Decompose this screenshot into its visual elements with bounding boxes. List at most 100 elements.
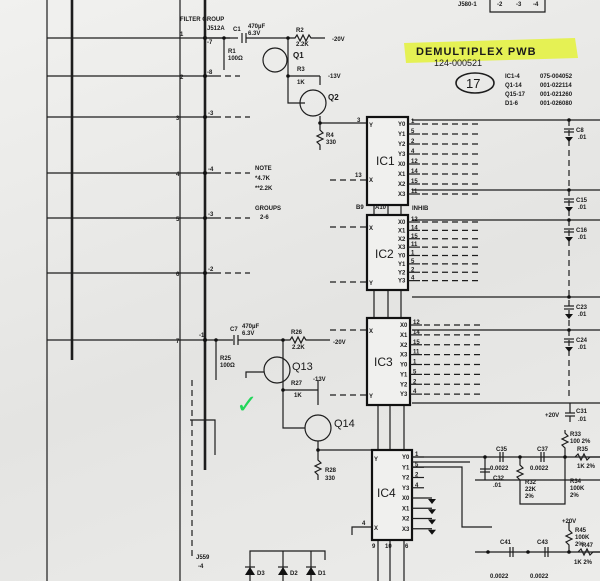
- group-7-driver: C7 470µF 6.3V R25 100Ω R26 2.2K -20V R27…: [214, 324, 372, 482]
- ic2-pin-number: 11: [411, 242, 418, 248]
- bypass-cap-label: C16: [576, 228, 588, 234]
- bypass-cap-value: .01: [578, 135, 587, 141]
- ic3-pin-label: Y3: [400, 392, 408, 398]
- row-7-label: 7: [176, 339, 180, 345]
- bypass-cap-label: C24: [576, 338, 588, 344]
- ic4-pin-number: 4: [415, 483, 419, 489]
- q2-label: Q2: [328, 93, 339, 102]
- ic4-pin-label: X2: [402, 517, 410, 523]
- ic1-pin-label: Y1: [398, 132, 406, 138]
- ic2-pin-number: 14: [411, 225, 418, 231]
- ground-icon: [428, 519, 436, 525]
- ic2-input-x: X: [369, 226, 373, 232]
- row-1-pin: -7: [207, 40, 213, 46]
- note-line-2: **2.2K: [255, 186, 273, 192]
- filter-group-label: FILTER GROUP: [180, 17, 224, 23]
- ic2-pin-label: X3: [398, 245, 406, 251]
- ic1-input-x: X: [369, 178, 373, 184]
- ic1-a10: A10: [375, 205, 387, 211]
- ic1-pin-number: 14: [411, 169, 418, 175]
- ground-icon: [565, 137, 573, 142]
- ic1-pin-number: 11: [411, 189, 418, 195]
- r47-label: R47: [582, 543, 594, 549]
- bypass-cap-value: .01: [578, 205, 587, 211]
- row-6-label: 6: [176, 272, 180, 278]
- ic2-pin-label: X0: [398, 220, 406, 226]
- row-7-pin: -1: [199, 333, 205, 339]
- c37-label: C37: [537, 447, 549, 453]
- ic2-pin-number: 15: [411, 234, 418, 240]
- ic3-pin-label: X0: [400, 323, 408, 329]
- supply-plus20v-label-2: +20V: [562, 519, 576, 525]
- ic3-pin-label: X3: [400, 353, 408, 359]
- ic3-pin-label: Y0: [400, 363, 408, 369]
- row-3-label: 3: [176, 116, 180, 122]
- ic3-pin-number: 5: [413, 369, 417, 375]
- ic4-pin-4: 4: [362, 521, 366, 527]
- ic2-pin-label: Y2: [398, 270, 406, 276]
- r3-value: 1K: [297, 80, 305, 86]
- r45-value: 100K: [575, 535, 590, 541]
- r25-label: R25: [220, 356, 232, 362]
- ic3-pin-label: Y2: [400, 382, 408, 388]
- r47-value: 1K 2%: [574, 560, 593, 566]
- c41-label: C41: [500, 540, 512, 546]
- r26-label: R26: [291, 330, 303, 336]
- supply-plus20v-label: +20V: [545, 413, 559, 419]
- r2-value: 2.2K: [296, 42, 309, 48]
- ic4-pin-10: 10: [385, 544, 392, 550]
- filter-section: C31 .01 +20V R33 100 2% C35 0.0022 C37 0…: [412, 403, 600, 580]
- ic-stack: IC1 IC2 IC3 IC4 3 Y 13 X B9 A10 INHIB X …: [330, 115, 480, 581]
- r34-tolerance: 2%: [570, 493, 579, 499]
- r34-value: 100K: [570, 486, 585, 492]
- ground-icon: [428, 499, 436, 504]
- r32-tolerance: 2%: [525, 494, 534, 500]
- ic4-pin-label: Y0: [402, 455, 410, 461]
- ic1-pin-number: 12: [411, 159, 418, 165]
- ic4-pin-label: Y2: [402, 476, 410, 482]
- ic4-pin-6: 6: [405, 544, 409, 550]
- ic2-pin-number: 2: [411, 267, 415, 273]
- ground-icon: [565, 347, 573, 352]
- ground-icon: [565, 314, 573, 319]
- d1-label: D1: [318, 571, 326, 577]
- ic3-pin-number: 12: [413, 320, 420, 326]
- j580-pin-4: -4: [533, 2, 539, 8]
- bypass-cap-value: .01: [578, 235, 587, 241]
- r35-label: R35: [577, 447, 589, 453]
- ic1-pin-number: 2: [411, 139, 415, 145]
- note-line-4: 2-6: [260, 215, 269, 221]
- ic4-pin-label: Y3: [402, 486, 410, 492]
- ic1-pin-number: 15: [411, 179, 418, 185]
- ic1-pin-label: Y3: [398, 152, 406, 158]
- green-check-annotation: ✓: [236, 389, 258, 419]
- ic2-pin-number: 4: [411, 276, 415, 282]
- parts-list-ref: Q15-17: [505, 92, 526, 98]
- d3-label: D3: [257, 571, 265, 577]
- r2-label: R2: [296, 28, 304, 34]
- ic1-b9: B9: [356, 205, 364, 211]
- connector-j512a-label: J512A: [207, 26, 225, 32]
- parts-list-number: 001-021260: [540, 92, 573, 98]
- group-1-driver: C1 470µF 6.3V R1 100Ω R2 2.2K -20V R3 1K…: [205, 24, 367, 150]
- ic3-pin-number: 4: [413, 389, 417, 395]
- ic3-pin-number: 15: [413, 340, 420, 346]
- c35-label: C35: [496, 447, 508, 453]
- parts-list-number: 075-004052: [540, 74, 573, 80]
- c41-value: 0.0022: [490, 574, 509, 580]
- ic4-chip: [370, 448, 414, 542]
- r35-value: 1K 2%: [577, 464, 596, 470]
- row-3-pin: -3: [208, 111, 214, 117]
- ic4-label: IC4: [377, 486, 396, 500]
- row-5-label: 5: [176, 217, 180, 223]
- row-4-pin: -4: [208, 167, 214, 173]
- supply-20v-label-2: -20V: [333, 340, 346, 346]
- row-2-pin: -8: [207, 70, 213, 76]
- ic2-pin-number: 1: [411, 251, 415, 257]
- r3-label: R3: [297, 67, 305, 73]
- c32-value: .01: [493, 483, 502, 489]
- ic3-input-y: Y: [369, 394, 373, 400]
- ic3-pin-label: X1: [400, 333, 408, 339]
